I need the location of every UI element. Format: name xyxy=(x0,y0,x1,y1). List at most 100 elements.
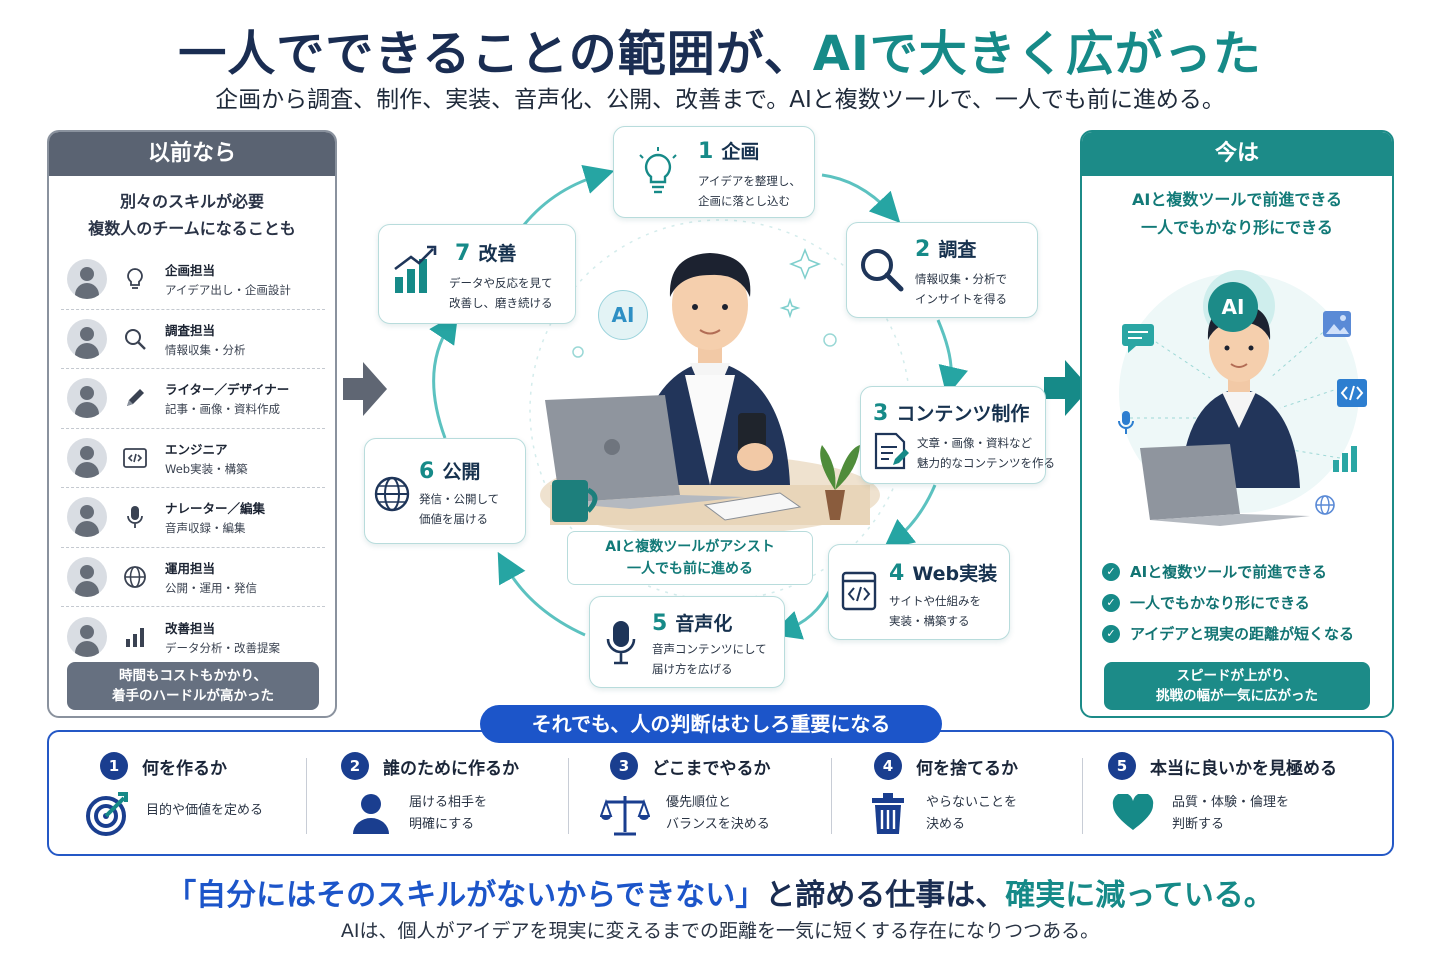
role-desc: Web実装・構築 xyxy=(165,461,248,476)
cycle-number: 6 xyxy=(419,459,435,484)
cycle-desc: 文章・画像・資料など魅力的なコンテンツを作る xyxy=(917,433,1055,473)
judgment-item-5: 5 本当に良いかを見極める 品質・体験・倫理を判断する xyxy=(1108,752,1368,842)
before-panel: 以前なら 別々のスキルが必要 複数人のチームになることも 企画担当アイデア出し・… xyxy=(47,130,337,718)
code-icon xyxy=(1337,379,1367,407)
avatar xyxy=(67,437,107,478)
cycle-desc: データや反応を見て改善し、磨き続ける xyxy=(449,273,553,313)
cycle-card-1: 1 企画 アイデアを整理し、企画に落とし込む xyxy=(613,126,815,218)
divider xyxy=(568,758,569,834)
now-header: 今は xyxy=(1082,132,1392,176)
role-item: 企画担当アイデア出し・企画設計 xyxy=(61,250,325,310)
cycle-title-text: 音声化 xyxy=(675,613,733,635)
role-item: エンジニア Web実装・構築 xyxy=(61,429,325,488)
judgment-title: 誰のために作るか xyxy=(383,758,519,779)
check-icon: ✓ xyxy=(1102,562,1120,581)
now-note: スピードが上がり、 挑戦の幅が一気に広がった xyxy=(1104,662,1370,710)
role-name: エンジニア xyxy=(165,441,228,457)
assist-line1: AIと複数ツールがアシスト xyxy=(605,539,775,555)
cycle-desc: サイトや仕組みを実装・構築する xyxy=(889,591,981,631)
footer-quote: 「自分にはそのスキルがないからできない」 xyxy=(166,878,766,913)
role-name: ナレーター／編集 xyxy=(165,501,266,517)
globe-icon xyxy=(373,475,411,513)
growth-chart-icon xyxy=(393,245,437,295)
now-subtitle: AIと複数ツールで前進できる 一人でもかなり形にできる xyxy=(1082,186,1392,242)
judgment-desc-line1: 目的や価値を定める xyxy=(146,803,264,818)
role-item: ライター／デザイナー記事・画像・資料作成 xyxy=(61,369,325,429)
judgment-desc-line2: 明確にする xyxy=(409,817,475,832)
role-item: ナレーター／編集音声収録・編集 xyxy=(61,488,325,548)
globe-icon xyxy=(1315,495,1335,515)
role-list: 企画担当アイデア出し・企画設計 調査担当情報収集・分析 ライター／デザイナー記事… xyxy=(61,250,325,667)
role-desc: 記事・画像・資料作成 xyxy=(165,402,280,417)
ai-badge: AI xyxy=(1208,282,1258,332)
footer-subtext: AIは、個人がアイデアを現実に変えるまでの距離を一気に短くする存在になりつつある… xyxy=(340,920,1100,942)
role-desc: 公開・運用・発信 xyxy=(165,580,257,595)
check-icon: ✓ xyxy=(1102,593,1120,612)
code-icon xyxy=(121,444,149,472)
cycle-title-text: Web実装 xyxy=(912,563,998,585)
cycle-number: 4 xyxy=(889,561,905,586)
lightbulb-icon xyxy=(121,265,149,293)
benefit-list: ✓AIと複数ツールで前進できる ✓一人でもかなり形にできる ✓アイデアと現実の距… xyxy=(1102,556,1354,649)
role-desc: データ分析・改善提案 xyxy=(165,640,280,655)
cycle-number: 1 xyxy=(698,139,714,164)
role-name: 調査担当 xyxy=(165,322,216,338)
person-at-laptop-illustration xyxy=(540,253,880,535)
judgment-desc-line1: 品質・体験・倫理を xyxy=(1172,795,1290,810)
benefit-item: ✓ AIと複数ツールで前進できる xyxy=(1102,556,1354,587)
before-sub-line1: 別々のスキルが必要 xyxy=(119,192,264,211)
cycle-desc: アイデアを整理し、企画に落とし込む xyxy=(698,171,801,211)
cycle-desc-line1: 情報収集・分析で xyxy=(915,272,1007,286)
cycle-card-4: 4 Web実装 サイトや仕組みを実装・構築する xyxy=(828,544,1010,640)
judgment-desc-line2: 決める xyxy=(926,817,966,832)
title-accent: AIで大きく広がった xyxy=(812,26,1262,82)
cycle-number: 3 xyxy=(873,401,889,426)
scale-icon xyxy=(600,794,650,836)
judgment-desc-line2: 判断する xyxy=(1172,817,1225,832)
avatar xyxy=(67,318,107,359)
page-title: 一人でできることの範囲が、AIで大きく広がった xyxy=(0,14,1440,84)
benefit-text: 一人でもかなり形にできる xyxy=(1130,594,1310,612)
avatar xyxy=(67,616,107,657)
judgment-number: 4 xyxy=(874,752,902,780)
cycle-title-text: 改善 xyxy=(478,243,517,265)
before-note-line2: 着手のハードルが高かった xyxy=(112,688,274,704)
judgment-desc-line1: 優先順位と xyxy=(666,795,732,810)
before-note: 時間もコストもかかり、 着手のハードルが高かった xyxy=(67,662,319,710)
microphone-icon xyxy=(1118,411,1134,434)
cycle-desc: 発信・公開して価値を届ける xyxy=(419,489,499,529)
cycle-title: 4 Web実装 xyxy=(889,559,997,586)
cycle-desc-line2: インサイトを得る xyxy=(915,292,1007,306)
cycle-title-text: 企画 xyxy=(721,141,760,163)
footer-accent: 確実に減っている。 xyxy=(1005,878,1274,913)
target-icon xyxy=(84,790,132,838)
heart-icon xyxy=(1112,794,1154,832)
microphone-icon xyxy=(121,503,149,531)
role-name: 企画担当 xyxy=(165,263,216,279)
chat-bubble-icon xyxy=(1122,324,1154,353)
role-item: 調査担当情報収集・分析 xyxy=(61,310,325,369)
now-note-line2: 挑戦の幅が一気に広がった xyxy=(1156,688,1318,704)
arrow-right-icon xyxy=(343,362,387,416)
before-sub-line2: 複数人のチームになることも xyxy=(88,219,296,238)
cycle-desc-line1: アイデアを整理し、 xyxy=(698,174,801,188)
bar-chart-icon xyxy=(121,623,149,651)
role-desc: アイデア出し・企画設計 xyxy=(165,283,291,298)
benefit-text: AIと複数ツールで前進できる xyxy=(1130,563,1327,581)
role-desc: 情報収集・分析 xyxy=(165,342,246,357)
judgment-number: 5 xyxy=(1108,752,1136,780)
person-icon xyxy=(351,792,391,836)
footer-middle: と諦める仕事は、 xyxy=(765,878,1006,913)
judgment-title: 本当に良いかを見極める xyxy=(1150,758,1337,779)
cycle-desc: 情報収集・分析でインサイトを得る xyxy=(915,269,1007,309)
assist-caption: AIと複数ツールがアシスト 一人でも前に進める xyxy=(567,531,813,585)
image-icon xyxy=(1323,311,1351,337)
